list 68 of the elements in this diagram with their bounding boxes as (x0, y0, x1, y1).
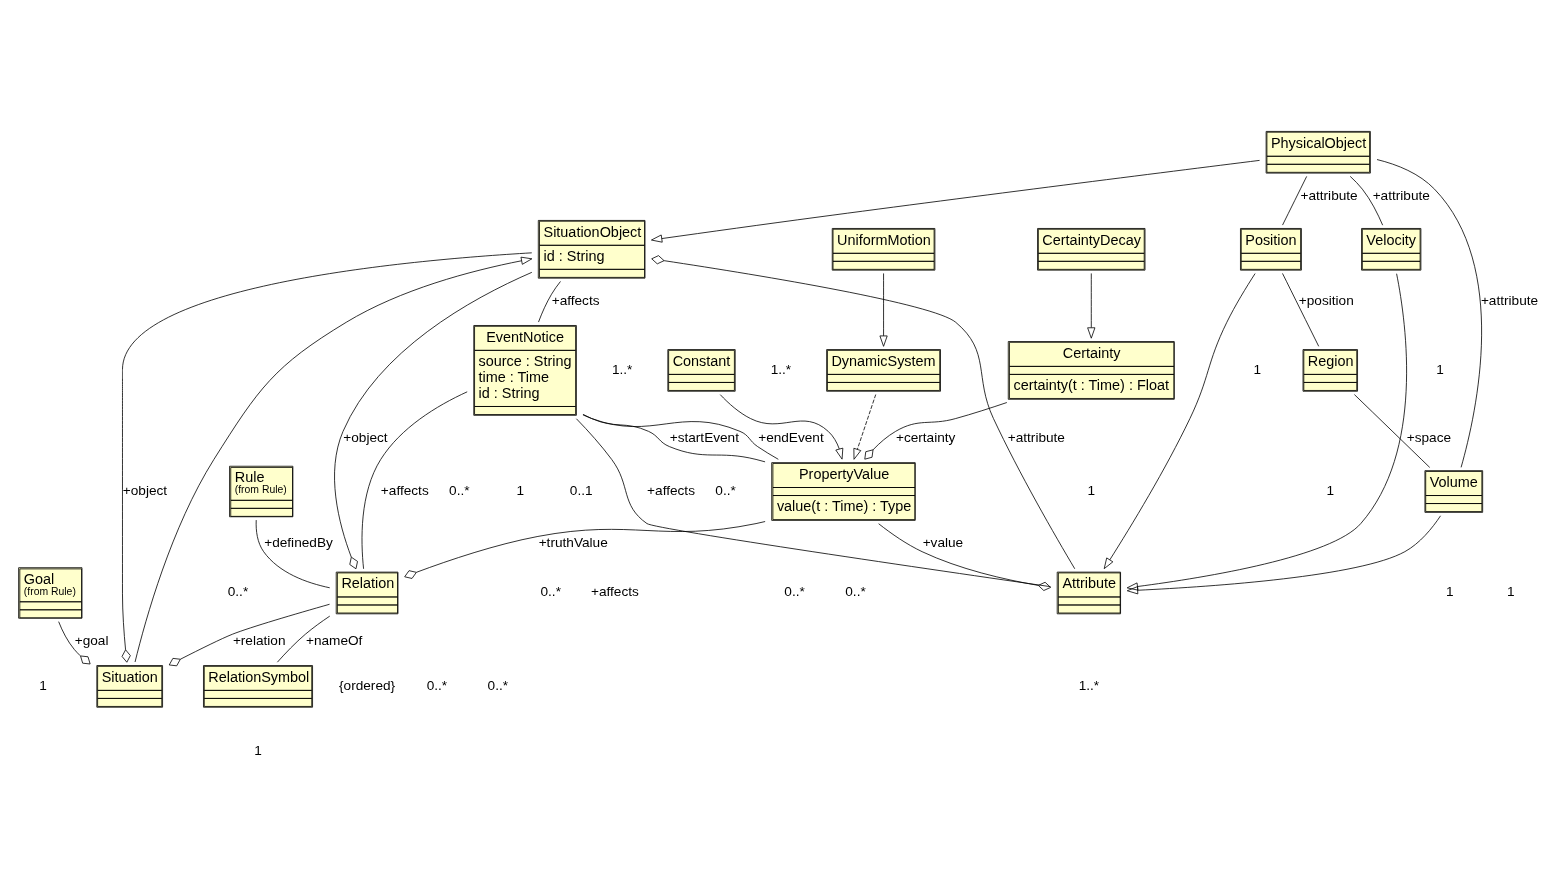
arrow (1103, 272, 1256, 569)
edge-label: +attribute (1372, 187, 1430, 203)
edge-label: +affects (551, 292, 600, 308)
connector (651, 254, 1076, 569)
label: 1..* (611, 361, 633, 377)
label: 1 (254, 742, 262, 758)
arrow (1087, 272, 1096, 339)
label: 0..* (784, 583, 805, 599)
arrow (651, 159, 1260, 243)
edge-label: +affects (647, 482, 695, 498)
label: 0..* (487, 677, 509, 693)
label: 1 (39, 677, 47, 693)
edge-label: +endEvent (758, 429, 824, 445)
edge-label: +object (122, 482, 168, 498)
label: 0..* (715, 482, 736, 498)
label: 1 (1326, 482, 1335, 498)
connector (1376, 158, 1482, 468)
arrow (879, 272, 888, 347)
edge-label: +value (922, 534, 964, 550)
connector (538, 280, 561, 322)
label: 1..* (770, 361, 792, 377)
label: {ordered} (339, 677, 396, 693)
connector (1282, 175, 1308, 225)
edge-label: +goal (74, 632, 109, 648)
label: 0..1 (569, 482, 593, 498)
connector (361, 390, 468, 569)
edge-label: +startEvent (669, 429, 739, 445)
edge-label: +relation (232, 632, 286, 648)
edge-label: +nameOf (305, 632, 363, 648)
label: 1 (1445, 583, 1454, 599)
connector (334, 271, 533, 569)
arrow (1126, 514, 1441, 594)
edge-label: +space (1406, 429, 1452, 445)
connector (864, 401, 1008, 460)
edge-label: +attribute (1300, 187, 1358, 203)
edge-label: +position (1298, 292, 1354, 308)
label: 0..* (227, 583, 249, 599)
connector (277, 615, 331, 663)
connector (878, 522, 1051, 591)
label: 1..* (1078, 677, 1100, 693)
edge-label: +attribute (1007, 429, 1065, 445)
connector (168, 603, 330, 666)
label: 0..* (426, 677, 448, 693)
label: 1 (1506, 583, 1515, 599)
edge-label: +definedBy (264, 534, 333, 550)
connector (255, 519, 331, 588)
label: 1 (516, 482, 525, 498)
connector (58, 620, 91, 664)
edge-label: +affects (380, 482, 429, 498)
label: 1 (1253, 361, 1262, 377)
arrow (719, 393, 844, 460)
label: 0..* (449, 482, 470, 498)
edge-label: +object (343, 429, 388, 445)
label: 0..* (845, 583, 866, 599)
label: 1 (1436, 361, 1444, 377)
label: +affects (590, 583, 639, 599)
arrow (853, 393, 877, 460)
connector (404, 520, 766, 579)
connector (576, 417, 1051, 587)
connector (1349, 175, 1384, 226)
label: 1 (1087, 482, 1096, 498)
connector (1354, 393, 1431, 468)
edge-label: +attribute (1480, 292, 1539, 308)
connector (1282, 272, 1320, 347)
label: 0..* (540, 583, 561, 599)
arrow (1126, 272, 1407, 591)
edge-label: +truthValue (538, 534, 608, 550)
edge-label: +certainty (895, 429, 956, 445)
